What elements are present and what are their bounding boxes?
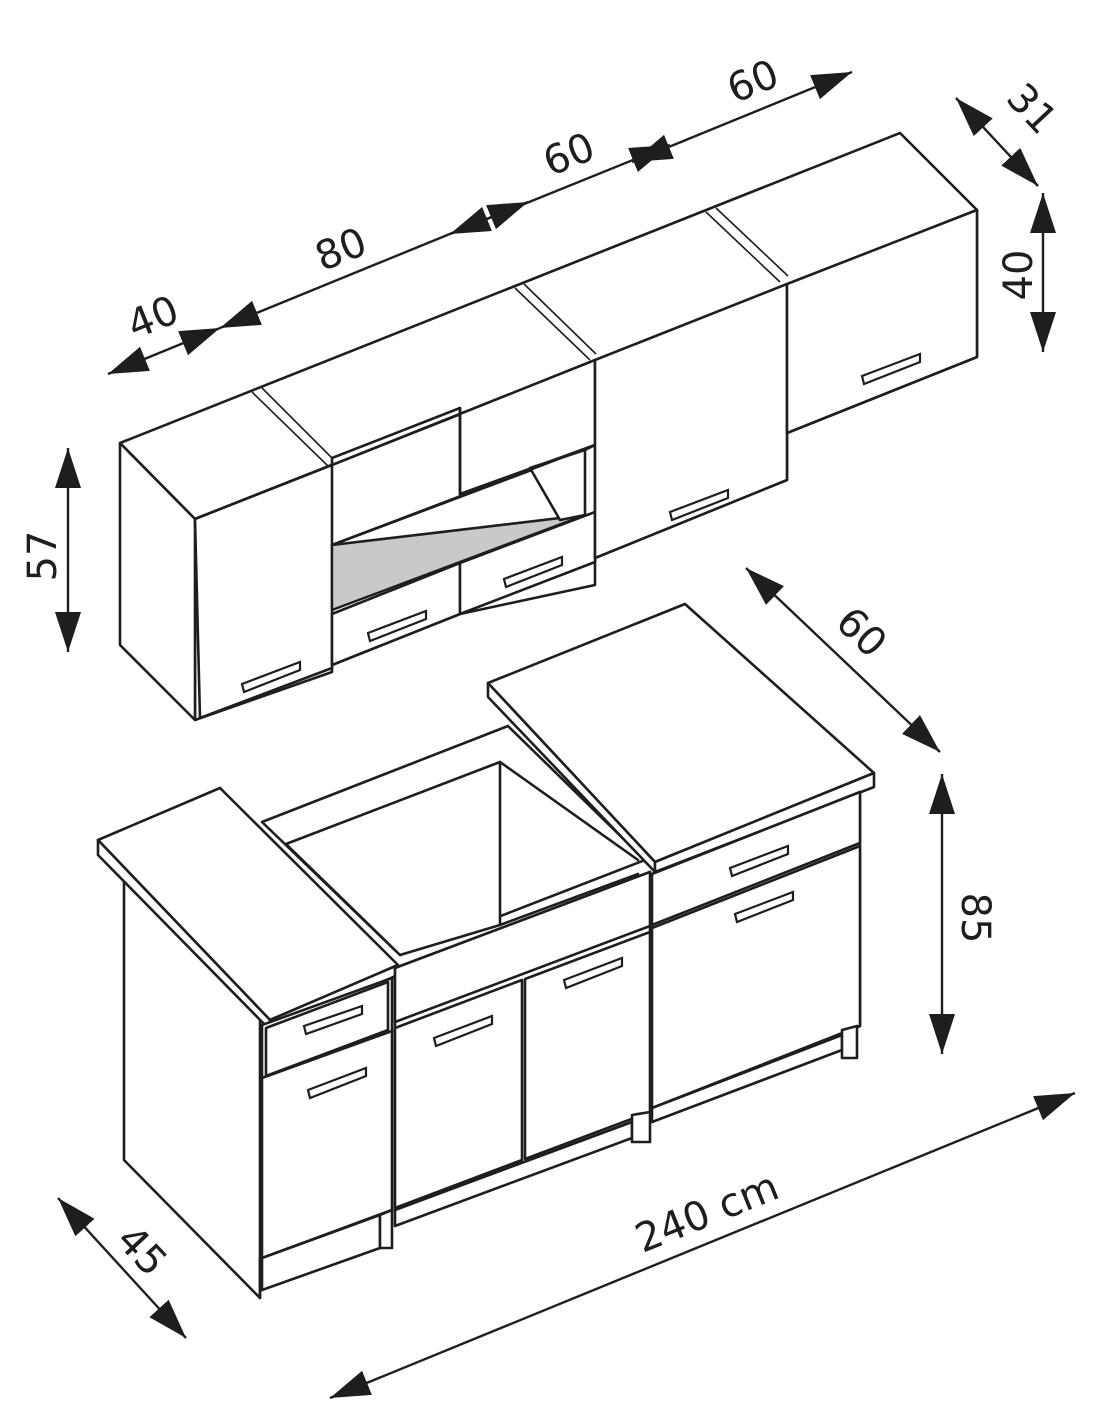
dimension-lines: [55, 70, 1076, 1400]
label-45: 45: [107, 1217, 175, 1286]
handle-icon: [668, 488, 730, 522]
upper-handles: [240, 352, 922, 694]
right-door: [650, 844, 862, 1110]
lower-handles: [302, 844, 795, 1100]
handle-icon: [562, 956, 624, 990]
label-57: 57: [20, 531, 66, 582]
handle-icon: [728, 844, 790, 878]
handle-icon: [860, 352, 922, 386]
dim-line-60b: [631, 70, 853, 164]
dim-line-60-depth: [745, 567, 941, 753]
dim-line-40: [107, 326, 221, 376]
handle-icon: [302, 1004, 364, 1036]
dim-line-31: [955, 97, 1039, 187]
upper-niche-drawer-right: [458, 510, 597, 616]
dim-line-240: [329, 1091, 1076, 1400]
handle-icon: [240, 660, 302, 694]
upper-left-door: [193, 463, 334, 720]
label-80: 80: [309, 219, 373, 281]
handle-icon: [502, 555, 564, 589]
handle-icon: [366, 609, 428, 643]
upper-cabinets: [118, 131, 979, 722]
label-40: 40: [121, 287, 185, 349]
dim-line-45: [57, 1197, 187, 1339]
upper-right-door: [593, 282, 789, 560]
left-drawer: [264, 980, 390, 1078]
handle-icon: [306, 1066, 368, 1100]
label-60-depth: 60: [827, 598, 896, 666]
label-85: 85: [952, 893, 998, 944]
label-31: 31: [997, 75, 1065, 144]
upper-far-right-flap: [785, 208, 979, 435]
handle-icon: [432, 1014, 494, 1048]
handle-icon: [733, 890, 795, 924]
label-240: 240 cm: [629, 1164, 785, 1263]
label-40-height: 40: [996, 250, 1042, 301]
sink-apron: [393, 870, 652, 1024]
